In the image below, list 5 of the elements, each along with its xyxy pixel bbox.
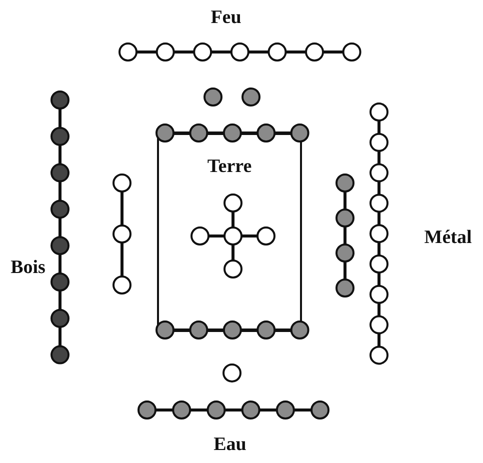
element-name: Métal [424,227,472,249]
frame-title: Terre [207,156,252,178]
element-name: Bois [10,257,46,279]
element-name: Eau [214,434,246,456]
element-name: Feu [210,7,242,29]
